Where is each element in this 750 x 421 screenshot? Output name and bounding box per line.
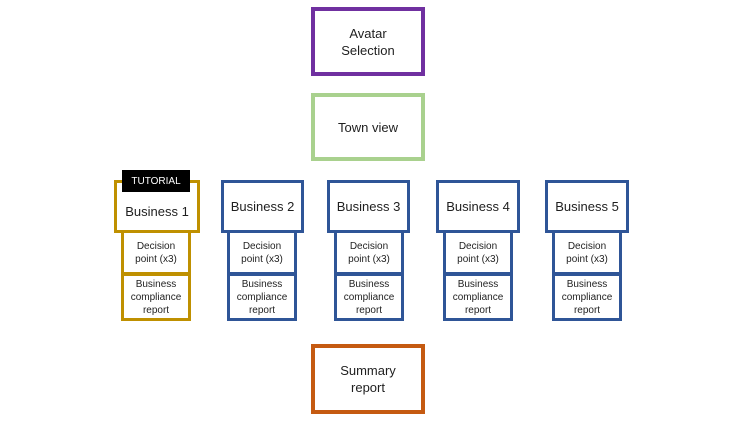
business-2-compliance-report: Business compliance report (227, 273, 297, 321)
tutorial-badge: TUTORIAL (122, 170, 190, 192)
business-3-compliance-report: Business compliance report (334, 273, 404, 321)
business-2-node: Business 2 (221, 180, 304, 233)
business-5-node: Business 5 (545, 180, 629, 233)
business-5-compliance-report: Business compliance report (552, 273, 622, 321)
summary-report-node: Summary report (311, 344, 425, 414)
business-5-decision-point: Decision point (x3) (552, 230, 622, 275)
business-3-decision-point: Decision point (x3) (334, 230, 404, 275)
town-view-node: Town view (311, 93, 425, 161)
business-2-decision-point: Decision point (x3) (227, 230, 297, 275)
business-4-decision-point: Decision point (x3) (443, 230, 513, 275)
business-1-compliance-report: Business compliance report (121, 273, 191, 321)
business-4-node: Business 4 (436, 180, 520, 233)
business-4-compliance-report: Business compliance report (443, 273, 513, 321)
avatar-selection-node: Avatar Selection (311, 7, 425, 76)
business-1-decision-point: Decision point (x3) (121, 230, 191, 275)
business-3-node: Business 3 (327, 180, 410, 233)
